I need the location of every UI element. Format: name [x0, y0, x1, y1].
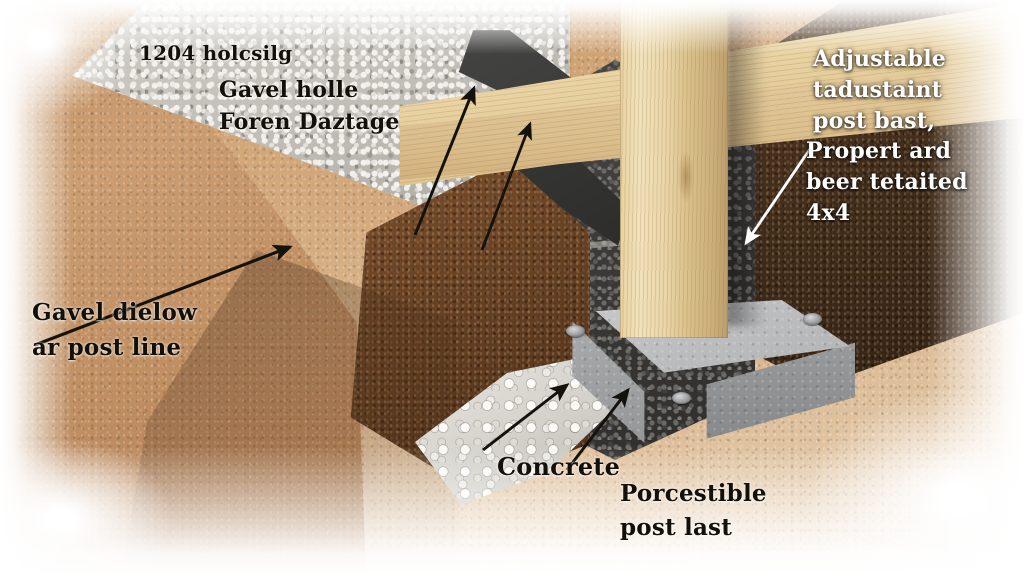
- label-porcestible-post-last: Porcestible post last: [620, 480, 767, 541]
- label-gravel-below-post-line: Gavel dielow ar post line: [32, 299, 198, 361]
- label-gravel-hole: Gavel holle Foren Daztage: [219, 77, 400, 135]
- anchor-bolt-icon: [566, 325, 585, 337]
- post-cast-shadow: [726, 6, 766, 326]
- label-adjustable-post-base: Adjustable tadustaint post bast,: [813, 46, 946, 134]
- post-wood-grain: [620, 0, 728, 338]
- anchor-bolt-icon: [803, 313, 822, 325]
- anchor-bolt-icon: [672, 392, 691, 404]
- label-gravel-hole-top: 1204 holcsilg: [139, 41, 293, 65]
- wooden-4x4-post: [620, 0, 728, 338]
- post-wood-knot: [678, 150, 694, 204]
- label-concrete: Concrete: [497, 452, 621, 481]
- label-pressure-treated-4x4: Propert ard beer tetaited 4x4: [806, 138, 968, 226]
